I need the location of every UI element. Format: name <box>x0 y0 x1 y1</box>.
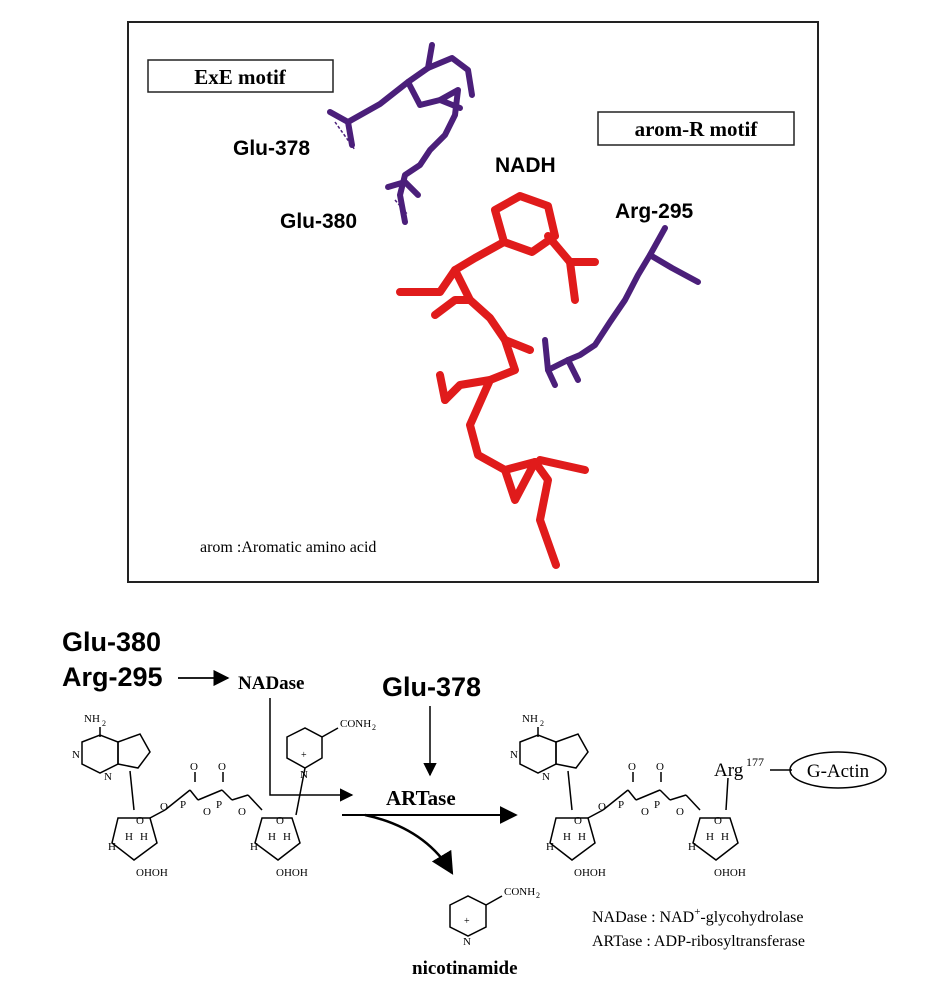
nadh-ligand-model <box>396 192 599 569</box>
nad-molecule <box>81 727 339 861</box>
arg177-superscript: 177 <box>746 755 764 769</box>
product-bridge-o2: O <box>641 806 649 818</box>
nicotinamide-conh2: CONH <box>504 886 535 898</box>
nh2-right: NH <box>522 713 538 725</box>
scheme-glu380: Glu-380 <box>62 627 161 657</box>
ribose-h1: H <box>125 831 133 843</box>
nadase-cleavage-arrow <box>269 698 354 802</box>
bridge-o2: O <box>203 806 211 818</box>
product-bridge-o1: O <box>598 801 606 813</box>
nadase-label: NADase <box>238 673 305 694</box>
exe-motif-label: ExE motif <box>194 65 287 89</box>
ribose-h3: H <box>108 841 116 853</box>
product-ohoh-left: OHOH <box>574 867 606 879</box>
glu378-label: Glu-378 <box>233 137 310 160</box>
pyridinium-plus: + <box>301 750 307 761</box>
nicotinamide-conh2-sub: 2 <box>536 891 540 900</box>
exe-hbond-lines <box>334 121 409 216</box>
product-adenine-n3: N <box>542 771 550 783</box>
product-ribose-o-right: O <box>714 815 722 827</box>
g-actin-label: G-Actin <box>807 761 870 782</box>
nadh-label: NADH <box>495 154 556 177</box>
arom-r-motif-box <box>597 111 795 146</box>
nicotinamide-release-arrow <box>364 813 454 875</box>
arom-footnote: arom :Aromatic amino acid <box>200 539 376 556</box>
product-ribose-o-left: O <box>574 815 582 827</box>
ribose-ohoh-right: OHOH <box>276 867 308 879</box>
nicotinamide-n: N <box>463 936 471 948</box>
nh2-left: NH <box>84 713 100 725</box>
pyridinium-n: N <box>300 769 308 781</box>
conh2-top-sub: 2 <box>372 723 376 732</box>
ribose-ohoh-left: OHOH <box>136 867 168 879</box>
nicotinamide-plus: + <box>464 916 470 927</box>
phosphate-p2: P <box>216 799 222 811</box>
arom-r-motif-label: arom-R motif <box>635 117 759 141</box>
product-ribose-h1: H <box>563 831 571 843</box>
conh2-top: CONH <box>340 718 371 730</box>
reaction-scheme: Glu-380 Arg-295 NADase Glu-378 ARTase <box>62 627 887 979</box>
phosphate-p1: P <box>180 799 186 811</box>
phosphate-o1: O <box>190 761 198 773</box>
product-ribose-h5: H <box>721 831 729 843</box>
ribose-o-right: O <box>276 815 284 827</box>
product-ribose-h3: H <box>546 841 554 853</box>
nad-atom-labels: NH 2 N N P P O O O O O O O H H H H H H O… <box>72 713 376 879</box>
arg177-label: Arg <box>714 760 744 781</box>
nicotinamide-label: nicotinamide <box>412 958 518 979</box>
adenine-n3: N <box>104 771 112 783</box>
arg295-residue-model <box>542 225 701 388</box>
product-phosphate-o1: O <box>628 761 636 773</box>
adenine-n1: N <box>72 749 80 761</box>
exe-motif-box <box>147 59 334 93</box>
legend-artase: ARTase : ADP-ribosyltransferase <box>592 933 805 950</box>
exe-residues-model <box>327 42 475 225</box>
product-phosphate-p1: P <box>618 799 624 811</box>
product-atom-labels: NH 2 N N P P O O O O O O O H H H H H H O… <box>510 713 746 879</box>
product-adenine-n1: N <box>510 749 518 761</box>
ribose-h5: H <box>283 831 291 843</box>
adp-ribosyl-actin-molecule <box>519 727 887 861</box>
product-ribose-h2: H <box>578 831 586 843</box>
product-bridge-o3: O <box>676 806 684 818</box>
ribose-h2: H <box>140 831 148 843</box>
arg295-label: Arg-295 <box>615 200 694 223</box>
phosphate-o2: O <box>218 761 226 773</box>
nh2-left-sub: 2 <box>102 719 106 728</box>
bridge-o1: O <box>160 801 168 813</box>
product-phosphate-p2: P <box>654 799 660 811</box>
product-ribose-h6: H <box>688 841 696 853</box>
ribose-h4: H <box>268 831 276 843</box>
structure-panel: ExE motif arom-R motif Glu-378 Glu-380 N… <box>127 21 819 583</box>
glu380-label: Glu-380 <box>280 210 357 233</box>
product-ohoh-right: OHOH <box>714 867 746 879</box>
scheme-arg295: Arg-295 <box>62 662 163 692</box>
product-phosphate-o2: O <box>656 761 664 773</box>
nh2-right-sub: 2 <box>540 719 544 728</box>
bridge-o3: O <box>238 806 246 818</box>
scheme-glu378: Glu-378 <box>382 672 481 702</box>
artase-label: ARTase <box>386 786 456 810</box>
ribose-h6: H <box>250 841 258 853</box>
ribose-o-left: O <box>136 815 144 827</box>
nicotinamide-molecule <box>449 895 503 937</box>
product-ribose-h4: H <box>706 831 714 843</box>
legend-nadase: NADase : NAD+-glycohydrolase <box>592 906 804 926</box>
